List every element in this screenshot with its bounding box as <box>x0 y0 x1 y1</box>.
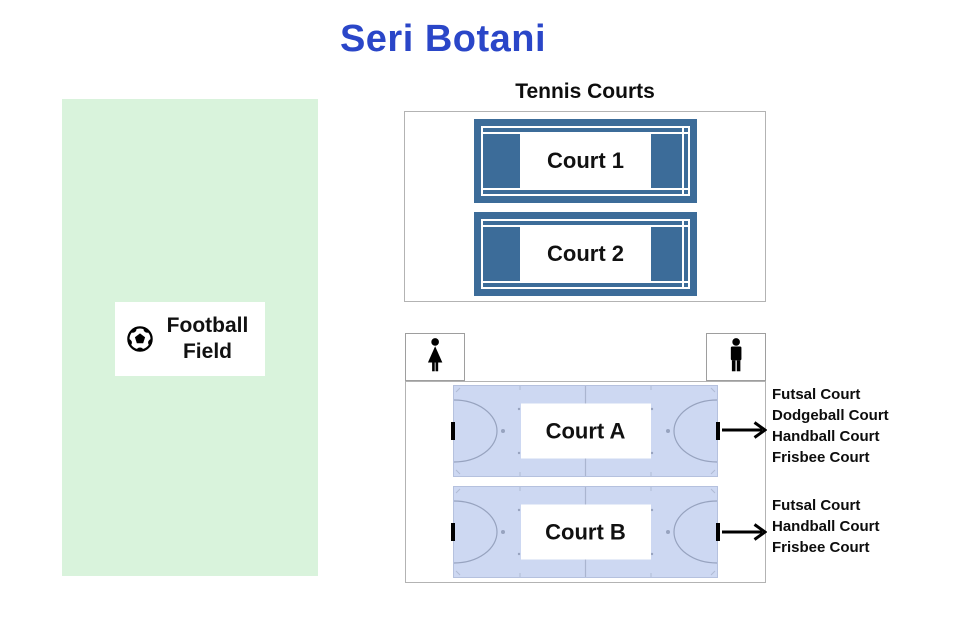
tennis-court-line <box>682 220 684 288</box>
court-b: Court B <box>451 486 720 578</box>
facility-item: Futsal Court <box>772 497 861 514</box>
arrow-right-icon <box>722 421 768 439</box>
court-a-arrow <box>721 421 768 439</box>
page-title: Seri Botani <box>339 18 547 60</box>
court-a: Court A <box>451 385 720 477</box>
facility-item: Frisbee Court <box>772 539 870 556</box>
arrow-right-icon <box>722 523 768 541</box>
goal-post <box>451 523 455 541</box>
tennis-section-heading: Tennis Courts <box>515 80 655 103</box>
male-restroom <box>706 333 766 381</box>
facility-item: Handball Court <box>772 518 880 535</box>
tennis-court-line <box>482 188 689 190</box>
facility-item: Futsal Court <box>772 386 861 403</box>
indoor-courts-area: Court A <box>405 381 766 583</box>
facility-item: Dodgeball Court <box>772 407 889 424</box>
tennis-court-line <box>482 281 689 283</box>
tennis-court-line <box>682 127 684 195</box>
facility-item: Handball Court <box>772 428 880 445</box>
goal-post <box>451 422 455 440</box>
court-b-markings <box>454 487 717 577</box>
court-b-arrow <box>721 523 768 541</box>
court-b-label: Court B <box>520 504 651 560</box>
football-field-label-text: Football Field <box>166 313 249 363</box>
goal-post <box>716 422 720 440</box>
facility-item: Frisbee Court <box>772 449 870 466</box>
football-field: Football Field <box>62 99 318 576</box>
football-field-label: Football Field <box>115 302 265 376</box>
female-restroom <box>405 333 465 381</box>
tennis-court-2-label: Court 2 <box>520 226 651 282</box>
tennis-court-1: Court 1 <box>474 119 697 203</box>
male-icon <box>730 337 742 371</box>
tennis-court-boundary <box>481 126 690 196</box>
tennis-court-2: Court 2 <box>474 212 697 296</box>
goal-post <box>716 523 720 541</box>
tennis-court-boundary <box>481 219 690 289</box>
tennis-courts-area: Court 1 Court 2 <box>404 111 766 302</box>
court-a-facility-list: Futsal Court Dodgeball Court Handball Co… <box>772 384 958 468</box>
court-b-facility-list: Futsal Court Handball Court Frisbee Cour… <box>772 495 958 558</box>
court-a-label: Court A <box>520 403 651 459</box>
female-icon <box>427 337 443 371</box>
soccer-ball-icon <box>126 326 153 352</box>
tennis-court-1-label: Court 1 <box>520 133 651 189</box>
